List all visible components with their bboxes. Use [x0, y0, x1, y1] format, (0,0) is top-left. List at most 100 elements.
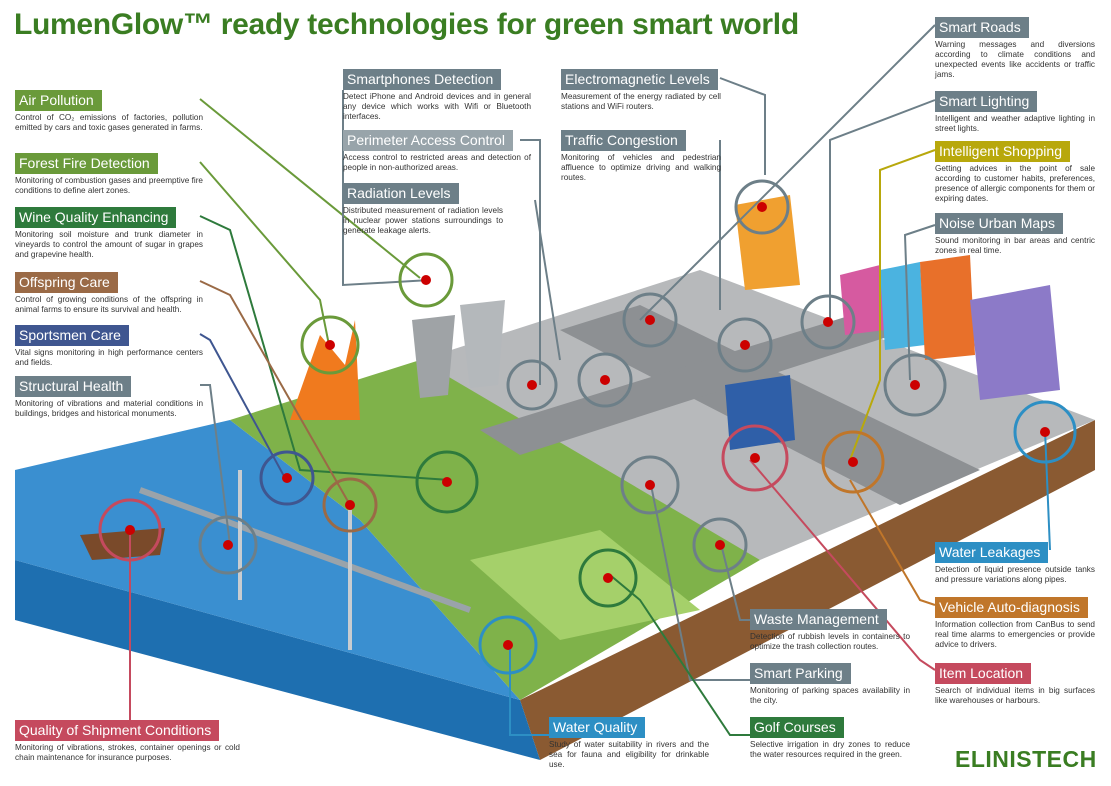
sensor-marker — [620, 455, 680, 515]
callout-description: Study of water suitability in rivers and… — [549, 740, 709, 769]
pink-building — [840, 265, 885, 335]
tall-orange-building — [920, 255, 975, 360]
callout-water-quality: Water Quality Study of water suitability… — [549, 717, 709, 770]
callout-heading: Traffic Congestion — [561, 130, 686, 151]
callout-description: Control of growing conditions of the off… — [15, 295, 203, 314]
callout-structural-health: Structural Health Monitoring of vibratio… — [15, 376, 203, 419]
callout-heading: Water Leakages — [935, 542, 1049, 563]
callout-intelligent-shopping: Intelligent Shopping Getting advices in … — [935, 141, 1095, 204]
sensor-marker — [622, 292, 678, 348]
callout-vehicle-auto-diagnosis: Vehicle Auto-diagnosis Information colle… — [935, 597, 1095, 650]
sensor-marker — [198, 515, 258, 575]
page-title: LumenGlow™ ready technologies for green … — [14, 8, 799, 41]
callout-description: Getting advices in the point of sale acc… — [935, 164, 1095, 203]
callout-heading: Offspring Care — [15, 272, 118, 293]
callout-traffic-congestion: Traffic Congestion Monitoring of vehicle… — [561, 130, 721, 183]
callout-heading: Smart Roads — [935, 17, 1029, 38]
sea-side — [15, 560, 540, 760]
callout-heading: Forest Fire Detection — [15, 153, 158, 174]
sensor-marker — [98, 498, 162, 562]
fire — [290, 320, 360, 420]
callout-description: Selective irrigation in dry zones to red… — [750, 740, 910, 759]
callout-heading: Item Location — [935, 663, 1032, 684]
sensor-marker — [578, 548, 638, 608]
callout-water-leakages: Water Leakages Detection of liquid prese… — [935, 542, 1095, 585]
orange-building — [735, 195, 800, 290]
callout-description: Information collection from CanBus to se… — [935, 620, 1095, 649]
callout-smartphones-detection: Smartphones Detection Detect iPhone and … — [343, 69, 531, 122]
sensor-marker — [821, 430, 885, 494]
sensor-marker — [692, 517, 748, 573]
cooling-tower-1 — [412, 315, 455, 398]
sensor-marker — [717, 317, 773, 373]
callout-smart-parking: Smart Parking Monitoring of parking spac… — [750, 663, 910, 706]
golf-green — [470, 530, 700, 640]
bridge-deck — [138, 487, 472, 613]
callout-description: Warning messages and diversions accordin… — [935, 40, 1095, 79]
callout-description: Monitoring of vehicles and pedestrian af… — [561, 153, 721, 182]
callout-heading: Smart Parking — [750, 663, 851, 684]
callout-description: Monitoring of vibrations, strokes, conta… — [15, 743, 240, 762]
callout-golf-courses: Golf Courses Selective irrigation in dry… — [750, 717, 910, 760]
callout-heading: Electromagnetic Levels — [561, 69, 718, 90]
callout-description: Detect iPhone and Android devices and in… — [343, 92, 531, 121]
callout-offspring-care: Offspring Care Control of growing condit… — [15, 272, 203, 315]
sensor-marker — [577, 352, 633, 408]
blue-shop-building — [725, 375, 795, 450]
sensor-marker — [259, 450, 315, 506]
callout-heading: Perimeter Access Control — [343, 130, 513, 151]
callout-description: Control of CO₂ emissions of factories, p… — [15, 113, 203, 132]
sensor-marker — [721, 424, 789, 492]
callout-heading: Noise Urban Maps — [935, 213, 1063, 234]
sensor-marker — [800, 294, 856, 350]
callout-shipment-conditions: Quality of Shipment Conditions Monitorin… — [15, 720, 240, 763]
callout-air-pollution: Air Pollution Control of CO₂ emissions o… — [15, 90, 203, 133]
callout-smart-lighting: Smart Lighting Intelligent and weather a… — [935, 91, 1095, 134]
callout-heading: Vehicle Auto-diagnosis — [935, 597, 1088, 618]
callout-heading: Wine Quality Enhancing — [15, 207, 177, 228]
callout-description: Vital signs monitoring in high performan… — [15, 348, 203, 367]
ground-side-brown — [520, 420, 1095, 760]
callout-description: Distributed measurement of radiation lev… — [343, 206, 503, 235]
callout-heading: Intelligent Shopping — [935, 141, 1070, 162]
callout-heading: Smart Lighting — [935, 91, 1038, 112]
callout-heading: Structural Health — [15, 376, 132, 397]
callout-description: Detection of rubbish levels in container… — [750, 632, 910, 651]
cooling-tower-2 — [460, 300, 505, 388]
sensor-marker — [322, 477, 378, 533]
callout-description: Monitoring soil moisture and trunk diame… — [15, 230, 203, 259]
callout-waste-management: Waste Management Detection of rubbish le… — [750, 609, 910, 652]
callout-description: Monitoring of vibrations and material co… — [15, 399, 203, 418]
callout-description: Sound monitoring in bar areas and centri… — [935, 236, 1095, 255]
callout-radiation-levels: Radiation Levels Distributed measurement… — [343, 183, 503, 236]
callout-description: Measurement of the energy radiated by ce… — [561, 92, 721, 111]
callout-description: Search of individual items in big surfac… — [935, 686, 1095, 705]
cross-road — [480, 300, 940, 455]
sensor-marker — [398, 252, 454, 308]
callout-heading: Golf Courses — [750, 717, 844, 738]
callout-heading: Quality of Shipment Conditions — [15, 720, 220, 741]
callout-heading: Air Pollution — [15, 90, 102, 111]
callout-heading: Sportsmen Care — [15, 325, 129, 346]
cyan-building — [880, 262, 925, 350]
callout-noise-urban-maps: Noise Urban Maps Sound monitoring in bar… — [935, 213, 1095, 256]
sensor-marker — [478, 615, 538, 675]
brand-logo-text: ELINISTECH — [955, 746, 1097, 772]
connector-lines — [129, 24, 1051, 736]
callout-sportsmen-care: Sportsmen Care Vital signs monitoring in… — [15, 325, 203, 368]
callout-heading: Radiation Levels — [343, 183, 459, 204]
callout-perimeter-access: Perimeter Access Control Access control … — [343, 130, 531, 173]
sensor-marker — [506, 359, 558, 411]
callout-description: Access control to restricted areas and d… — [343, 153, 531, 172]
callout-item-location: Item Location Search of individual items… — [935, 663, 1095, 706]
callout-description: Detection of liquid presence outside tan… — [935, 565, 1095, 584]
callout-heading: Water Quality — [549, 717, 646, 738]
sensor-marker — [1013, 400, 1077, 464]
callout-wine-quality: Wine Quality Enhancing Monitoring soil m… — [15, 207, 203, 260]
sensor-marker — [734, 179, 790, 235]
sensor-marker — [300, 315, 360, 375]
callout-description: Monitoring of combustion gases and preem… — [15, 176, 203, 195]
callout-forest-fire: Forest Fire Detection Monitoring of comb… — [15, 153, 203, 196]
sensor-marker — [415, 450, 479, 514]
